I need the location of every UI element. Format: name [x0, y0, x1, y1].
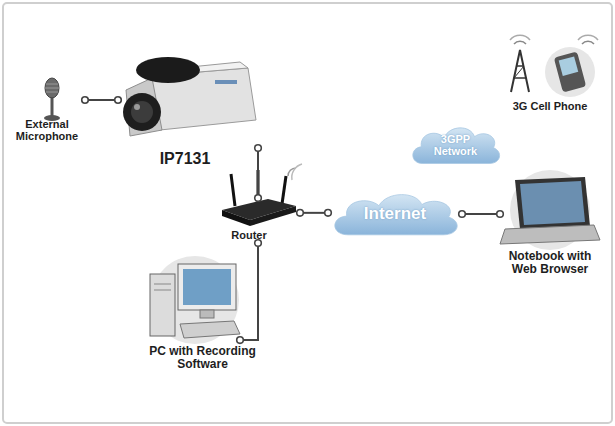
connector-end [115, 97, 122, 104]
microphone-icon [44, 78, 60, 121]
device-label: PC with Recording Software [140, 345, 265, 371]
cable-line [462, 213, 500, 215]
device-label: IP7131 [145, 150, 225, 168]
connector-end [82, 97, 89, 104]
cable-connector [237, 240, 262, 344]
cable-connector [297, 210, 332, 217]
pc-node: PC with Recording Software [145, 258, 240, 343]
cable-line [257, 148, 259, 198]
connector-end [255, 145, 262, 152]
cell-tower-icon [510, 35, 530, 92]
device-label: 3G Cell Phone [500, 100, 600, 112]
phone-node: 3G Cell Phone [505, 38, 600, 96]
connector-end [237, 337, 244, 344]
notebook-node: Notebook with Web Browser [500, 175, 600, 247]
connector-end [255, 195, 262, 202]
router-node: Router [215, 198, 300, 243]
connector-end [255, 240, 262, 247]
cable-connector [255, 145, 262, 202]
device-label: Router [219, 229, 279, 241]
connector-end [325, 210, 332, 217]
cable-line [240, 243, 258, 340]
cable-connector [82, 97, 122, 104]
cloud-outline [335, 195, 457, 235]
phone-icon [545, 35, 598, 97]
camera-icon [123, 57, 256, 136]
router-icon [222, 164, 302, 226]
cloud-outline [413, 128, 500, 164]
device-label: Notebook with Web Browser [500, 250, 600, 276]
cable-line [300, 212, 328, 214]
connector-end [497, 211, 504, 218]
cloud-node: Internet [328, 188, 462, 240]
cloud-label: Internet [340, 205, 450, 224]
camera-node: IP7131 [118, 55, 260, 148]
frame [3, 3, 612, 423]
connector-end [459, 211, 466, 218]
connector-end [297, 210, 304, 217]
cable-connector [459, 211, 504, 218]
cloud-label: 3GPP Network [426, 133, 486, 157]
pc-icon [150, 256, 240, 344]
notebook-icon [500, 170, 600, 250]
cable-line [85, 99, 118, 101]
device-label: External Microphone [7, 118, 87, 142]
cloud-node: 3GPP Network [408, 122, 503, 168]
microphone-node: External Microphone [20, 75, 85, 125]
